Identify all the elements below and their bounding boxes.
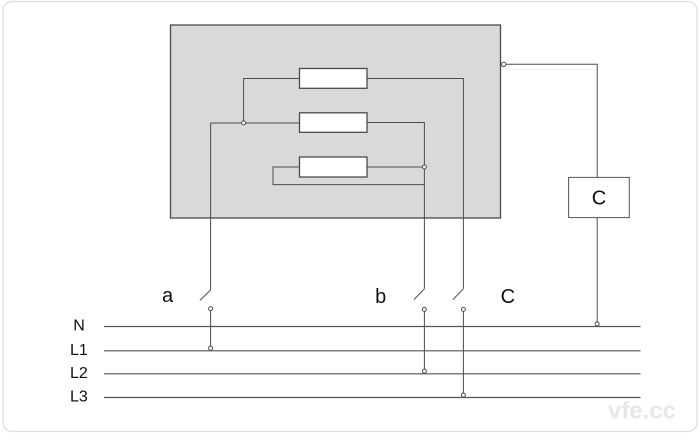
svg-text:b: b — [375, 286, 386, 308]
svg-text:a: a — [162, 285, 174, 307]
svg-text:L3: L3 — [70, 389, 88, 406]
svg-text:C: C — [501, 286, 515, 308]
svg-text:L2: L2 — [70, 365, 88, 382]
svg-text:vfe.cc: vfe.cc — [608, 398, 676, 425]
svg-text:L1: L1 — [70, 342, 88, 359]
svg-text:N: N — [73, 318, 85, 335]
svg-text:C: C — [592, 187, 606, 209]
